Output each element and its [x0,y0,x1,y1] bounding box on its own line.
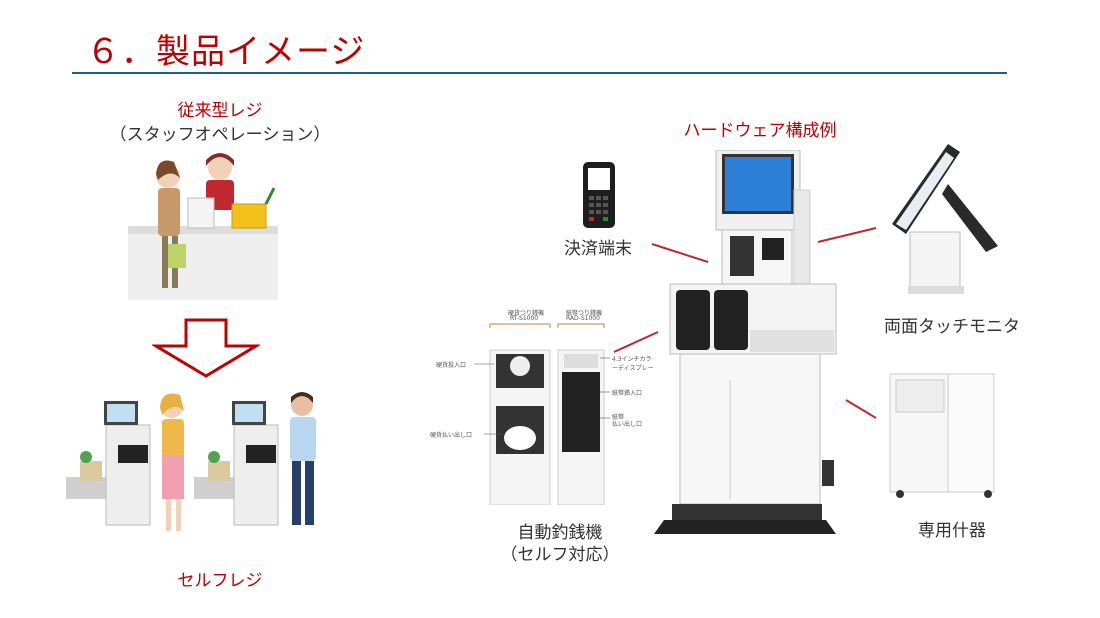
coin-outlet-label: 硬貨払い出し口 [430,432,473,439]
coin-unit-label: 硬貨つり銭機 [508,310,545,317]
change-machine-diagram: 硬貨つり銭機 RT-S1000 紙幣つり銭機 RAD-S1000 硬貨投入口 硬… [424,300,654,505]
bill-unit-label: 紙幣つり銭機 [566,310,603,317]
bill-unit-model: RAD-S1000 [566,315,600,322]
conventional-register-subtitle: （スタッフオペレーション） [109,125,331,145]
bill-inlet-label: 紙幣挿入口 [612,390,643,397]
dual-monitor-label: 両面タッチモニタ [884,317,1020,337]
bill-outlet-label-1: 紙幣 [612,414,625,421]
dedicated-fixture-image [889,373,995,498]
hardware-config-title: ハードウェア構成例 [683,121,837,141]
dual-monitor-image [892,144,998,294]
bill-outlet-label-2: 払い出し口 [612,421,643,428]
title-divider [72,72,1007,74]
kiosk-image [654,150,837,534]
self-checkout-illustration [66,392,316,531]
change-machine-sublabel: （セルフ対応） [500,545,620,565]
payment-terminal-label: 決済端末 [564,239,632,259]
self-checkout-title: セルフレジ [177,571,263,591]
coin-unit-model: RT-S1000 [510,315,539,322]
page-title: ６．製品イメージ [86,32,366,72]
coin-inlet-label: 硬貨投入口 [436,362,467,369]
lcd-label: 4.3インチカラーディスプレー [612,356,654,372]
change-machine-label: 自動釣銭機 [517,523,603,543]
conventional-register-illustration [128,153,278,300]
dedicated-fixture-label: 専用什器 [918,521,986,541]
conventional-register-title: 従来型レジ [177,101,263,121]
payment-terminal-image [583,162,615,228]
down-arrow-icon [152,318,260,378]
